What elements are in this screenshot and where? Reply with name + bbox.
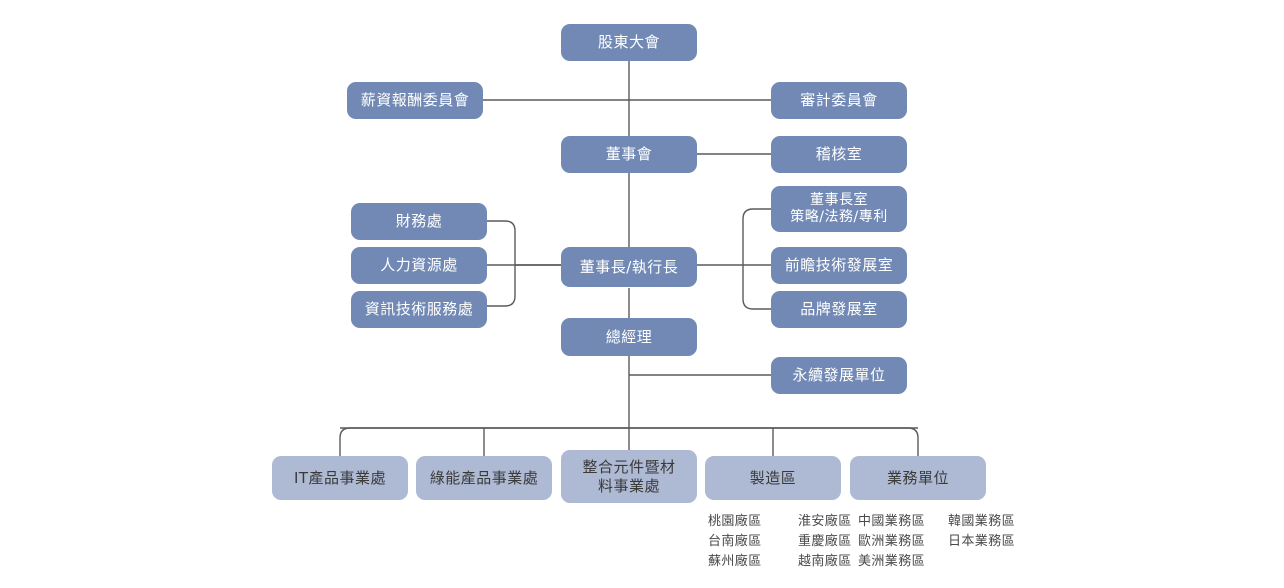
manufacturing-site: 淮安廠區 bbox=[798, 514, 852, 529]
node-general-manager[interactable]: 總經理 bbox=[561, 318, 697, 356]
manufacturing-site: 越南廠區 bbox=[798, 554, 852, 570]
manufacturing-site: 重慶廠區 bbox=[798, 534, 852, 550]
node-label: 董事長/執行長 bbox=[579, 257, 679, 276]
node-label: 永續發展單位 bbox=[792, 366, 886, 385]
node-label: IT產品事業處 bbox=[293, 468, 387, 487]
node-label: 前瞻技術發展室 bbox=[784, 256, 894, 275]
node-label: 製造區 bbox=[749, 468, 797, 487]
manufacturing-site-row: 台南廠區 重慶廠區 bbox=[708, 532, 876, 552]
node-label: 品牌發展室 bbox=[800, 300, 878, 319]
node-integrated-components-bu[interactable]: 整合元件暨材 料事業處 bbox=[561, 450, 697, 503]
sales-region: 歐洲業務區 bbox=[858, 534, 926, 550]
node-brand-development-office[interactable]: 品牌發展室 bbox=[771, 291, 907, 328]
node-green-energy-bu[interactable]: 綠能產品事業處 bbox=[416, 456, 552, 500]
node-human-resources-division[interactable]: 人力資源處 bbox=[351, 247, 487, 284]
sales-region-list: 中國業務區 韓國業務區 歐洲業務區 日本業務區 美洲業務區 bbox=[858, 512, 1026, 572]
node-audit-committee[interactable]: 審計委員會 bbox=[771, 82, 907, 119]
node-label: 財務處 bbox=[395, 212, 443, 231]
node-label: 薪資報酬委員會 bbox=[360, 91, 470, 110]
node-label: 股東大會 bbox=[597, 33, 660, 52]
node-advanced-tech-office[interactable]: 前瞻技術發展室 bbox=[771, 247, 907, 284]
node-label: 董事會 bbox=[605, 145, 653, 164]
node-sustainability-unit[interactable]: 永續發展單位 bbox=[771, 357, 907, 394]
manufacturing-site: 台南廠區 bbox=[708, 534, 762, 550]
manufacturing-site: 桃園廠區 bbox=[708, 514, 762, 529]
sales-region-row: 美洲業務區 bbox=[858, 552, 1026, 572]
node-label: 審計委員會 bbox=[800, 91, 878, 110]
node-label: 總經理 bbox=[605, 327, 653, 346]
node-label: 綠能產品事業處 bbox=[429, 468, 539, 487]
manufacturing-site-row: 桃園廠區 淮安廠區 bbox=[708, 512, 876, 532]
node-chairman-ceo[interactable]: 董事長/執行長 bbox=[561, 247, 697, 287]
manufacturing-site: 蘇州廠區 bbox=[708, 554, 762, 570]
sales-region: 日本業務區 bbox=[948, 534, 1016, 550]
sales-region: 韓國業務區 bbox=[948, 514, 1016, 529]
manufacturing-site-list: 桃園廠區 淮安廠區 台南廠區 重慶廠區 蘇州廠區 越南廠區 bbox=[708, 512, 876, 572]
sales-region: 中國業務區 bbox=[858, 514, 926, 529]
manufacturing-site-row: 蘇州廠區 越南廠區 bbox=[708, 552, 876, 572]
node-label: 整合元件暨材 料事業處 bbox=[582, 457, 676, 495]
sales-region: 美洲業務區 bbox=[858, 554, 926, 570]
node-label: 人力資源處 bbox=[380, 256, 458, 275]
node-audit-office[interactable]: 稽核室 bbox=[771, 136, 907, 173]
node-label: 業務單位 bbox=[886, 468, 949, 487]
node-label: 董事長室 策略/法務/專利 bbox=[790, 191, 888, 226]
node-compensation-committee[interactable]: 薪資報酬委員會 bbox=[347, 82, 483, 119]
node-it-service-division[interactable]: 資訊技術服務處 bbox=[351, 291, 487, 328]
node-board-of-directors[interactable]: 董事會 bbox=[561, 136, 697, 173]
node-shareholders-meeting[interactable]: 股東大會 bbox=[561, 24, 697, 61]
node-finance-division[interactable]: 財務處 bbox=[351, 203, 487, 240]
node-label: 資訊技術服務處 bbox=[364, 300, 474, 319]
node-it-product-bu[interactable]: IT產品事業處 bbox=[272, 456, 408, 500]
node-manufacturing-zone[interactable]: 製造區 bbox=[705, 456, 841, 500]
sales-region-row: 歐洲業務區 日本業務區 bbox=[858, 532, 1026, 552]
node-chairman-office[interactable]: 董事長室 策略/法務/專利 bbox=[771, 186, 907, 232]
sales-region-row: 中國業務區 韓國業務區 bbox=[858, 512, 1026, 532]
node-sales-unit[interactable]: 業務單位 bbox=[850, 456, 986, 500]
node-label: 稽核室 bbox=[815, 145, 863, 164]
sales-region bbox=[948, 552, 1026, 572]
